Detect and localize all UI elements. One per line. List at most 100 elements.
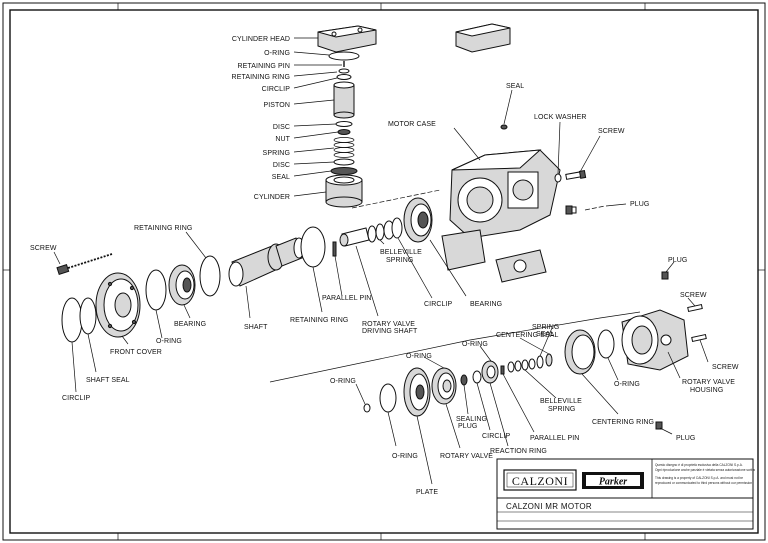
sealing-plug-part bbox=[460, 374, 468, 386]
label-o-ring-mid-1: O-RING bbox=[406, 353, 432, 360]
circlip-top-part bbox=[336, 74, 352, 80]
label-spring-seal-b: SEAL bbox=[536, 331, 554, 338]
centering-ring-part bbox=[564, 329, 596, 375]
label-sealing-plug-a: SEALING bbox=[456, 416, 487, 423]
label-cylinder-head: CYLINDER HEAD bbox=[232, 36, 290, 43]
label-rotary-valve: ROTARY VALVE bbox=[440, 453, 493, 460]
rotary-valve-driving-shaft-part bbox=[339, 227, 370, 247]
label-screw-top: SCREW bbox=[598, 128, 625, 135]
label-screw-right-1: SCREW bbox=[680, 292, 707, 299]
belleville-spring-1-part bbox=[367, 220, 395, 243]
circlip-left-part bbox=[61, 297, 83, 343]
plug-mid-part bbox=[565, 205, 577, 215]
label-circlip-lower: CIRCLIP bbox=[482, 433, 511, 440]
label-o-ring-lower-left: O-RING bbox=[330, 378, 356, 385]
label-shaft: SHAFT bbox=[244, 324, 268, 331]
label-motor-case: MOTOR CASE bbox=[388, 121, 436, 128]
bearing-left-part bbox=[168, 264, 196, 306]
cylinder-part bbox=[325, 174, 363, 208]
label-retaining-ring-top: RETAINING RING bbox=[232, 74, 290, 81]
label-belleville-spring-1b: SPRING bbox=[386, 257, 413, 264]
label-rotary-valve-driving-shaft-a: ROTARY VALVE bbox=[362, 321, 415, 328]
label-sealing-plug-b: PLUG bbox=[458, 423, 477, 430]
label-bearing-left: BEARING bbox=[174, 321, 206, 328]
lock-washer-part bbox=[554, 173, 562, 183]
o-ring-left-part bbox=[145, 269, 167, 311]
border-ticks bbox=[3, 3, 765, 540]
label-retaining-ring-left: RETAINING RING bbox=[134, 225, 192, 232]
notice-line-1: Questo disegno è di proprietà esclusiva … bbox=[655, 463, 743, 467]
retaining-ring-mid-part bbox=[300, 226, 326, 268]
centering-seal-part bbox=[545, 353, 553, 367]
parallel-pin-2-part bbox=[500, 365, 505, 375]
screw-right-2-part bbox=[691, 333, 707, 343]
screw-left-part bbox=[56, 253, 113, 276]
cylinder-head-part bbox=[317, 25, 377, 53]
spring-part bbox=[333, 137, 355, 158]
label-retaining-ring-mid: RETAINING RING bbox=[290, 317, 348, 324]
disc-1-part bbox=[335, 121, 353, 127]
drawing-title: CALZONI MR MOTOR bbox=[506, 502, 592, 511]
label-plug-right-bottom: PLUG bbox=[676, 435, 695, 442]
belleville-spring-2-part bbox=[507, 358, 536, 373]
label-plug-right-top: PLUG bbox=[668, 257, 687, 264]
label-spring: SPRING bbox=[263, 150, 290, 157]
shaft-part bbox=[228, 237, 305, 287]
label-o-ring-lower: O-RING bbox=[392, 453, 418, 460]
nut-part bbox=[337, 129, 351, 135]
seal-top-part bbox=[500, 124, 508, 130]
o-ring-lower-left-part bbox=[363, 403, 371, 413]
label-seal-top: SEAL bbox=[506, 83, 524, 90]
label-o-ring-top: O-RING bbox=[264, 50, 290, 57]
label-lock-washer: LOCK WASHER bbox=[534, 114, 587, 121]
plate-part bbox=[403, 367, 431, 417]
label-parallel-pin-1: PARALLEL PIN bbox=[322, 295, 371, 302]
rotary-valve-housing-part bbox=[621, 309, 689, 371]
label-seal-left: SEAL bbox=[272, 174, 290, 181]
title-block: CALZONI Parker Questo disegno è di propr… bbox=[496, 458, 755, 530]
label-belleville-spring-1a: BELLEVILLE bbox=[380, 249, 422, 256]
copyright-notice: Questo disegno è di proprietà esclusiva … bbox=[655, 463, 755, 485]
plug-right-bottom-part bbox=[655, 421, 663, 430]
reaction-ring-part bbox=[481, 360, 499, 384]
label-disc-2: DISC bbox=[273, 162, 290, 169]
label-belleville-spring-2b: SPRING bbox=[548, 406, 575, 413]
label-o-ring-right: O-RING bbox=[614, 381, 640, 388]
notice-line-4: reproduced or communicated to third pers… bbox=[655, 481, 752, 485]
front-cover-part bbox=[95, 272, 141, 338]
retaining-ring-left-part bbox=[199, 255, 221, 297]
circlip-lower-part bbox=[472, 370, 482, 384]
motor-case-part bbox=[449, 149, 561, 239]
parallel-pin-1-part bbox=[332, 241, 337, 257]
piston-part bbox=[333, 81, 355, 119]
label-screw-right-2: SCREW bbox=[712, 364, 739, 371]
label-centering-ring: CENTERING RING bbox=[592, 419, 654, 426]
label-piston: PISTON bbox=[263, 102, 290, 109]
label-parallel-pin-2: PARALLEL PIN bbox=[530, 435, 579, 442]
label-disc-1: DISC bbox=[273, 124, 290, 131]
lower-case-parts bbox=[441, 229, 547, 283]
screw-top-part bbox=[565, 169, 587, 180]
label-rotary-valve-driving-shaft-b: DRIVING SHAFT bbox=[362, 328, 418, 335]
notice-line-3: This drawing is a property of CALZONI S.… bbox=[655, 476, 743, 480]
inner-border bbox=[9, 9, 759, 534]
label-plug-mid: PLUG bbox=[630, 201, 649, 208]
label-shaft-seal: SHAFT SEAL bbox=[86, 377, 130, 384]
label-o-ring-mid-2: O-RING bbox=[462, 341, 488, 348]
label-nut: NUT bbox=[275, 136, 290, 143]
circlip-mid-part bbox=[391, 217, 403, 239]
parker-logo-text: Parker bbox=[599, 477, 627, 488]
label-centering-seal: CENTERING SEAL bbox=[496, 332, 558, 339]
parker-logo: Parker bbox=[582, 472, 644, 489]
calzoni-logo-text: CALZONI bbox=[512, 474, 568, 488]
label-reaction-ring: REACTION RING bbox=[490, 448, 547, 455]
retaining-ring-part bbox=[338, 68, 350, 74]
label-plate: PLATE bbox=[416, 489, 438, 496]
shaft-seal-part bbox=[79, 297, 97, 335]
leader-lines bbox=[53, 37, 709, 485]
o-ring-right-part bbox=[597, 329, 615, 359]
calzoni-logo: CALZONI bbox=[503, 469, 577, 491]
